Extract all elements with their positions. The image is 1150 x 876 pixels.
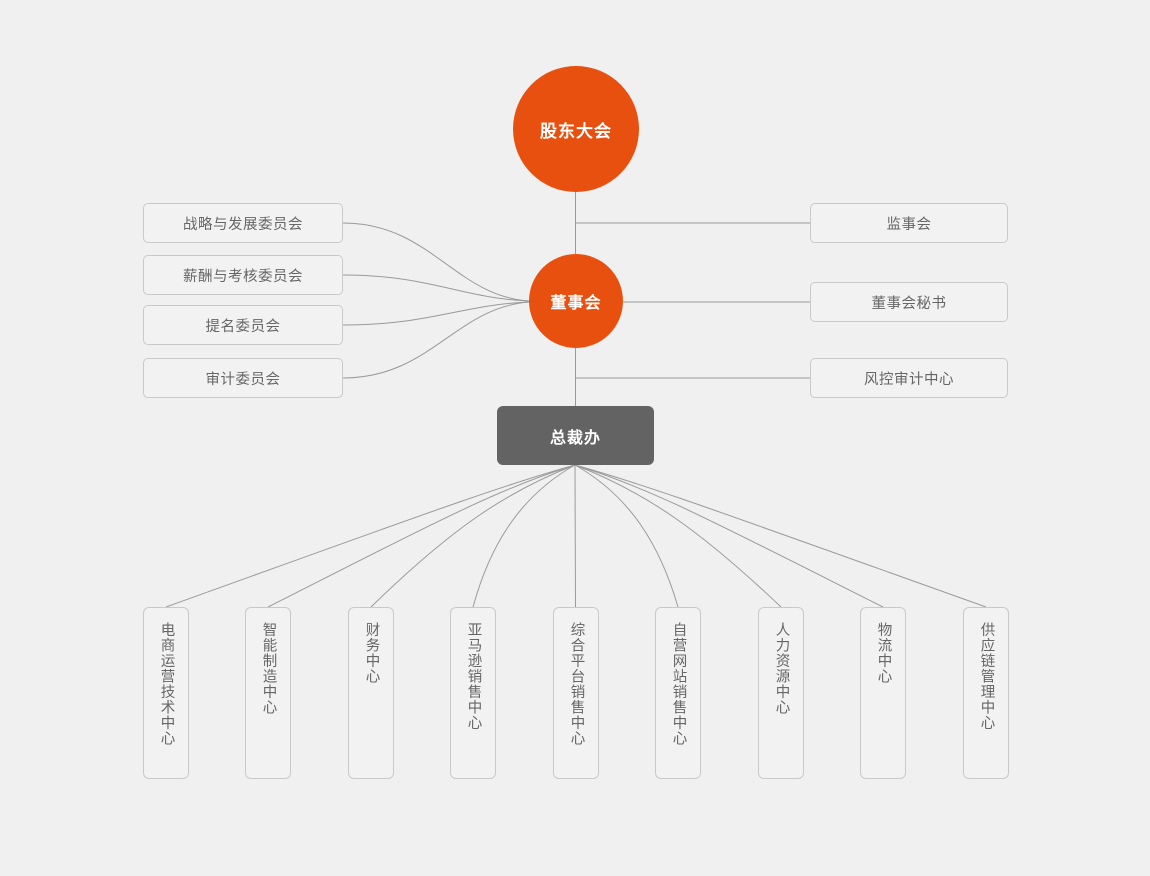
- node-committee-compensation[interactable]: 薪酬与考核委员会: [143, 255, 343, 295]
- node-presidents-office[interactable]: 总裁办: [497, 406, 654, 465]
- node-shareholders-meeting-label: 股东大会: [540, 121, 612, 142]
- node-risk-control-audit-center[interactable]: 风控审计中心: [810, 358, 1008, 398]
- node-board-secretary-label: 董事会秘书: [871, 295, 947, 312]
- connector-dept-2: [370, 464, 576, 608]
- node-committee-compensation-label: 薪酬与考核委员会: [183, 268, 303, 285]
- connector-dept-3: [472, 464, 576, 608]
- node-dept-supply-chain-label: 供应链管理中心: [978, 622, 995, 731]
- node-committee-audit-label: 审计委员会: [205, 371, 281, 388]
- connector-dept-4: [574, 464, 576, 608]
- node-dept-supply-chain[interactable]: 供应链管理中心: [963, 607, 1009, 779]
- node-dept-smart-manufacturing-label: 智能制造中心: [260, 622, 277, 715]
- connector-committee-0: [342, 222, 530, 302]
- node-dept-amazon-sales[interactable]: 亚马逊销售中心: [450, 607, 496, 779]
- node-dept-human-resources[interactable]: 人力资源中心: [758, 607, 804, 779]
- node-dept-finance[interactable]: 财务中心: [348, 607, 394, 779]
- node-committee-strategy-label: 战略与发展委员会: [183, 216, 303, 233]
- node-dept-smart-manufacturing[interactable]: 智能制造中心: [245, 607, 291, 779]
- node-committee-nomination[interactable]: 提名委员会: [143, 305, 343, 345]
- connector-committee-2: [342, 301, 530, 326]
- connector-dept-1: [267, 464, 576, 608]
- node-committee-audit[interactable]: 审计委员会: [143, 358, 343, 398]
- node-risk-control-audit-center-label: 风控审计中心: [864, 371, 954, 388]
- node-dept-platform-sales-label: 综合平台销售中心: [568, 622, 585, 746]
- node-dept-own-website-sales[interactable]: 自营网站销售中心: [655, 607, 701, 779]
- connector-committee-1: [342, 274, 530, 302]
- connector-dept-7: [574, 464, 884, 608]
- node-shareholders-meeting[interactable]: 股东大会: [513, 66, 639, 192]
- connector-dept-8: [574, 464, 987, 608]
- connector-dept-0: [165, 464, 576, 608]
- node-dept-own-website-sales-label: 自营网站销售中心: [670, 622, 687, 746]
- node-dept-ecommerce-tech[interactable]: 电商运营技术中心: [143, 607, 189, 779]
- node-dept-platform-sales[interactable]: 综合平台销售中心: [553, 607, 599, 779]
- connector-dept-5: [574, 464, 679, 608]
- node-committee-nomination-label: 提名委员会: [205, 318, 281, 335]
- node-dept-human-resources-label: 人力资源中心: [773, 622, 790, 715]
- node-board-of-supervisors-label: 监事会: [886, 216, 932, 233]
- node-dept-amazon-sales-label: 亚马逊销售中心: [465, 622, 482, 731]
- node-dept-finance-label: 财务中心: [363, 622, 380, 684]
- node-board-secretary[interactable]: 董事会秘书: [810, 282, 1008, 322]
- connector-dept-6: [574, 464, 782, 608]
- node-dept-logistics[interactable]: 物流中心: [860, 607, 906, 779]
- node-board-of-directors-label: 董事会: [550, 293, 602, 312]
- node-presidents-office-label: 总裁办: [549, 427, 601, 447]
- node-board-of-supervisors[interactable]: 监事会: [810, 203, 1008, 243]
- connector-committee-3: [342, 301, 530, 379]
- node-committee-strategy[interactable]: 战略与发展委员会: [143, 203, 343, 243]
- node-dept-ecommerce-tech-label: 电商运营技术中心: [158, 622, 175, 746]
- node-board-of-directors[interactable]: 董事会: [529, 254, 623, 348]
- node-dept-logistics-label: 物流中心: [875, 622, 892, 684]
